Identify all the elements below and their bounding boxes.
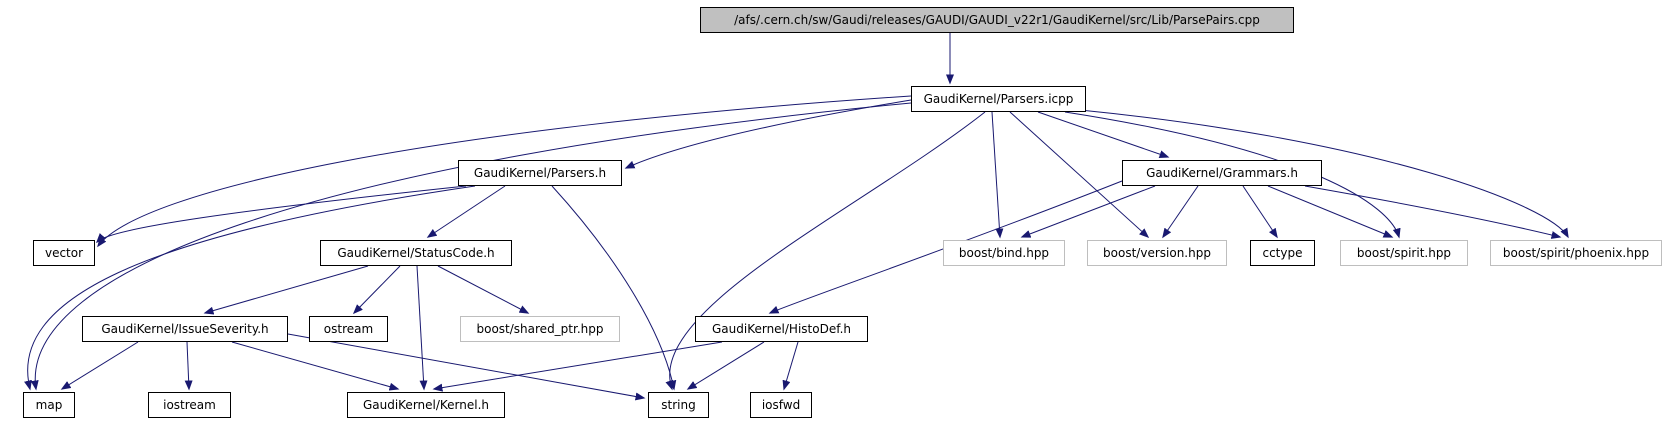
node-issueseverity_h[interactable]: GaudiKernel/IssueSeverity.h [82, 316, 288, 342]
node-iosfwd: iosfwd [750, 392, 812, 418]
node-vector: vector [33, 240, 95, 266]
edge-grammars_h-to-cctype [1242, 185, 1278, 239]
edge-histodef_h-to-string [686, 341, 765, 390]
node-boost_version: boost/version.hpp [1087, 240, 1227, 266]
edge-parsers_h-to-statuscode_h [426, 185, 506, 238]
edge-grammars_h-to-boost_bind [1020, 185, 1156, 238]
edge-issueseverity_h-to-iostream [184, 341, 193, 391]
edge-issueseverity_h-to-map [60, 341, 139, 390]
node-root: /afs/.cern.ch/sw/Gaudi/releases/GAUDI/GA… [700, 7, 1294, 33]
edge-parsers_h-to-map [24, 185, 476, 391]
edge-parsers_h-to-vector [95, 185, 467, 244]
node-ostream: ostream [309, 316, 388, 342]
node-statuscode_h[interactable]: GaudiKernel/StatusCode.h [320, 240, 512, 266]
edge-issueseverity_h-to-string [287, 333, 646, 401]
edge-statuscode_h-to-kernel_h [416, 265, 428, 391]
node-kernel_h[interactable]: GaudiKernel/Kernel.h [347, 392, 505, 418]
node-map: map [23, 392, 75, 418]
edge-grammars_h-to-boost_phoenix [1304, 185, 1562, 239]
edge-grammars_h-to-boost_spirit [1267, 185, 1394, 238]
node-parsers_icpp[interactable]: GaudiKernel/Parsers.icpp [911, 86, 1086, 112]
node-boost_bind: boost/bind.hpp [943, 240, 1065, 266]
edge-histodef_h-to-iosfwd [782, 341, 799, 391]
edge-parsers_icpp-to-grammars_h [1037, 111, 1170, 158]
edge-grammars_h-to-boost_version [1162, 185, 1199, 239]
edge-parsers_icpp-to-string [665, 111, 986, 391]
node-iostream: iostream [148, 392, 231, 418]
edge-issueseverity_h-to-kernel_h [231, 341, 400, 391]
edge-statuscode_h-to-boost_shared_ptr [437, 265, 530, 314]
edge-parsers_icpp-to-boost_bind [991, 111, 1004, 239]
node-histodef_h[interactable]: GaudiKernel/HistoDef.h [695, 316, 868, 342]
edge-parsers_h-to-string [551, 185, 677, 391]
node-boost_phoenix: boost/spirit/phoenix.hpp [1490, 240, 1662, 266]
edge-histodef_h-to-kernel_h [432, 341, 723, 392]
edge-statuscode_h-to-ostream [352, 265, 401, 315]
node-parsers_h[interactable]: GaudiKernel/Parsers.h [458, 160, 622, 186]
node-boost_spirit: boost/spirit.hpp [1340, 240, 1468, 266]
edge-statuscode_h-to-issueseverity_h [203, 265, 369, 315]
node-string: string [648, 392, 709, 418]
node-grammars_h[interactable]: GaudiKernel/Grammars.h [1122, 160, 1322, 186]
node-cctype: cctype [1250, 240, 1315, 266]
node-boost_shared_ptr: boost/shared_ptr.hpp [460, 316, 620, 342]
edge-parsers_icpp-to-parsers_h [624, 99, 912, 169]
